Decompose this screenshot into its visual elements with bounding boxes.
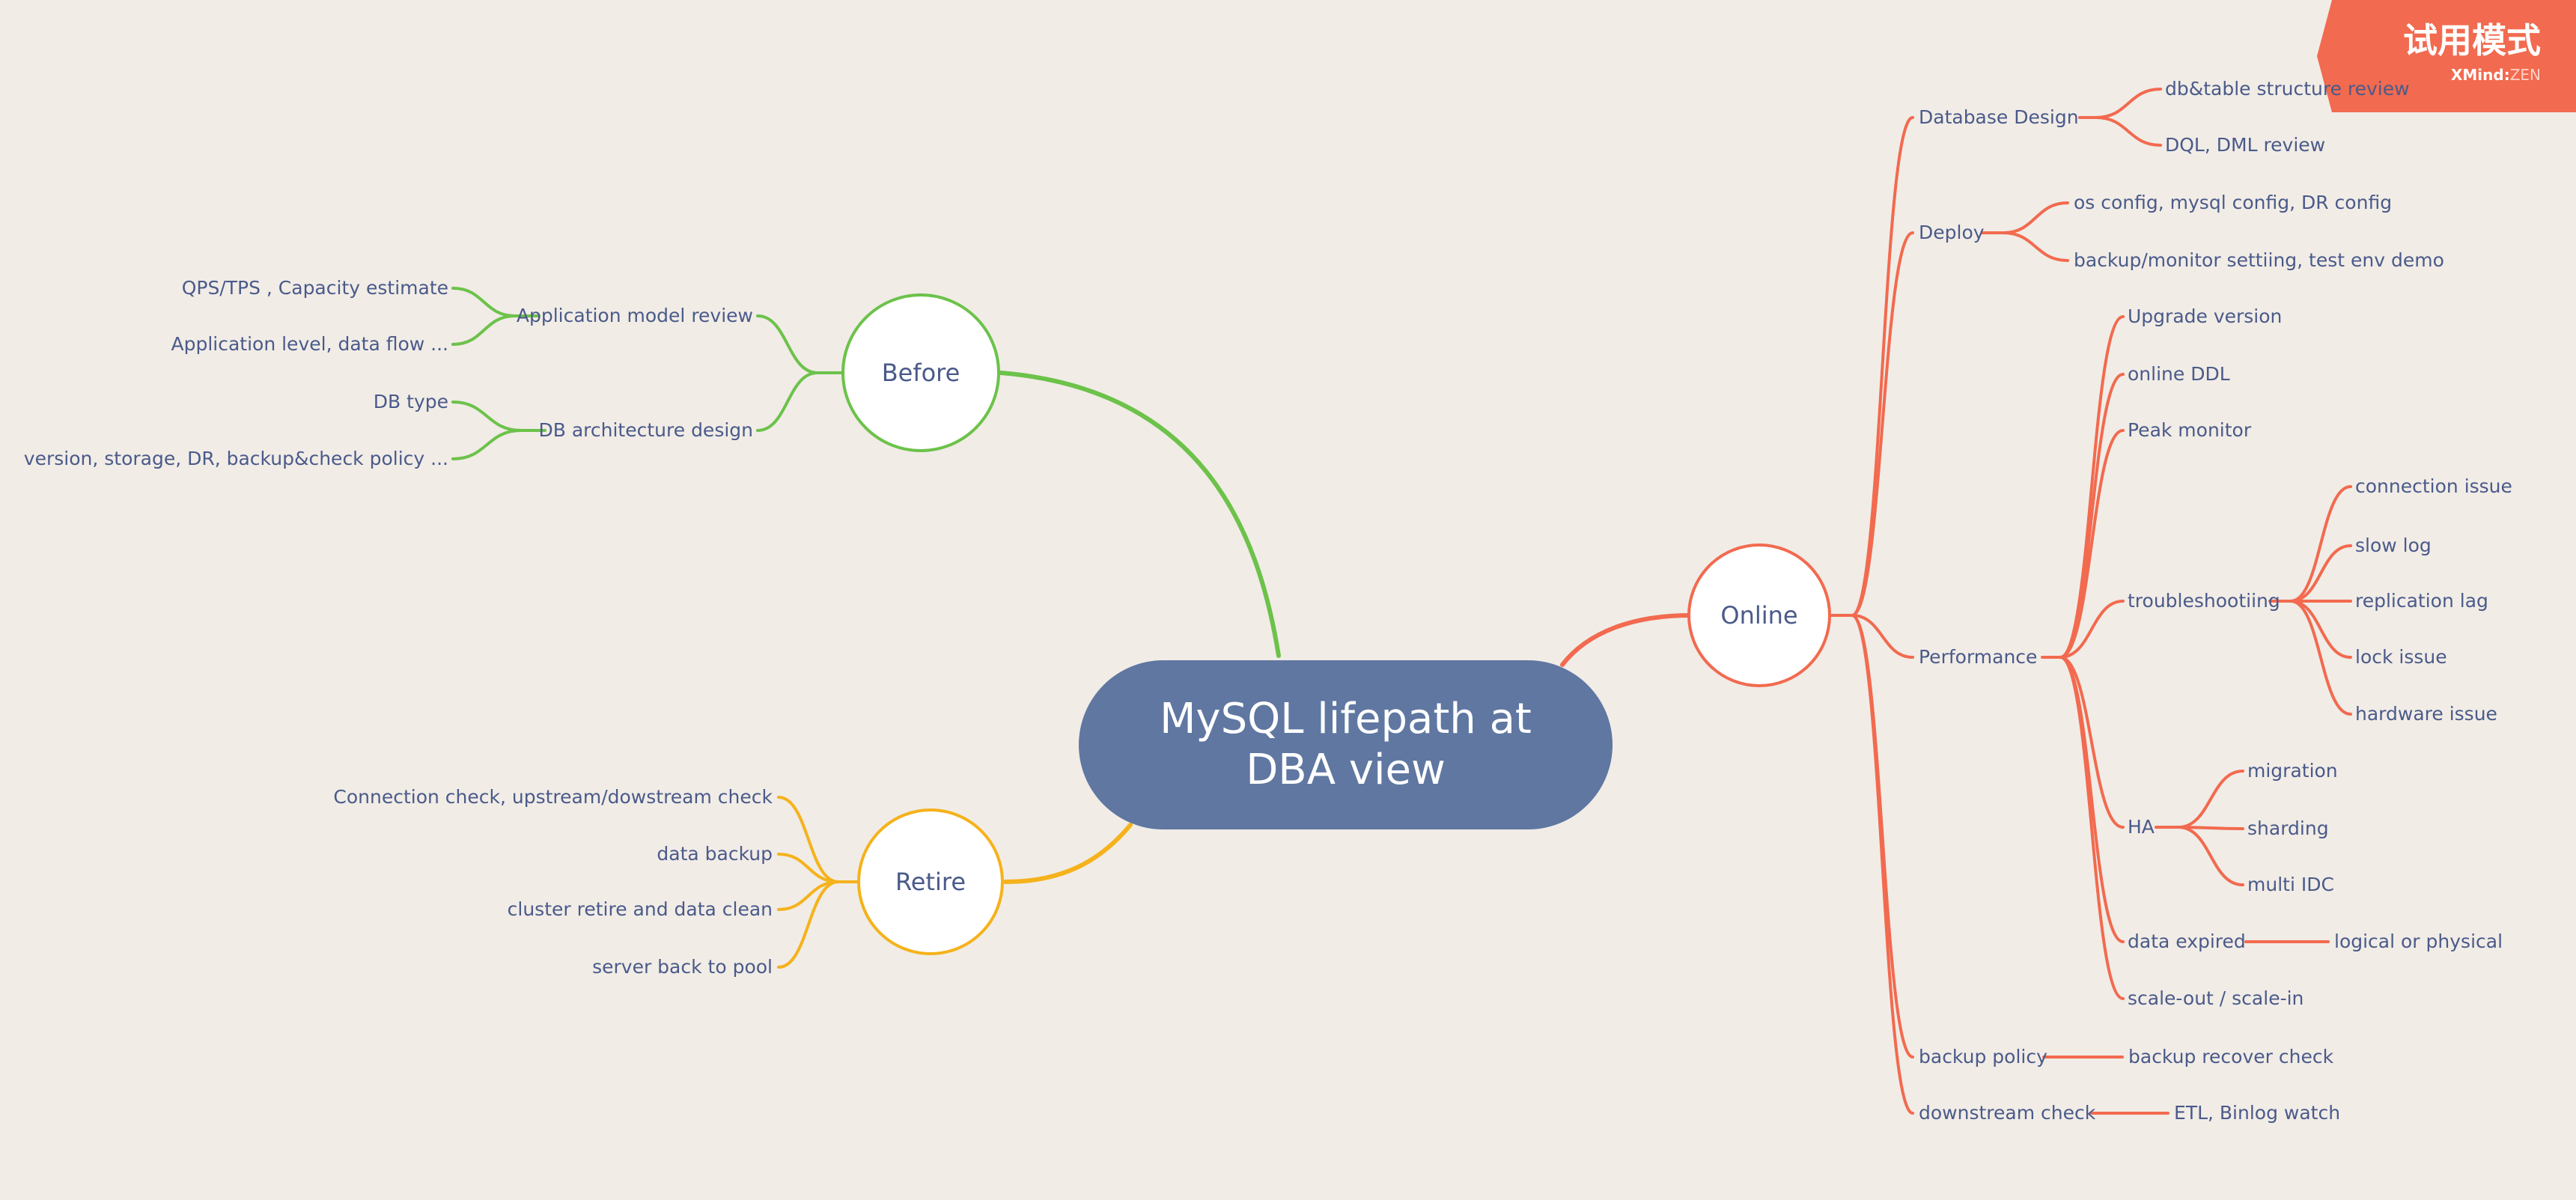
connector-line xyxy=(2059,600,2125,659)
root-topic[interactable]: MySQL lifepath at DBA view xyxy=(1079,660,1613,829)
connector-line xyxy=(777,853,840,883)
connector-line xyxy=(451,314,517,346)
topic-qps-tps-capacity-estimate[interactable]: QPS/TPS , Capacity estimate xyxy=(181,277,448,299)
topic-replication-lag[interactable]: replication lag xyxy=(2355,590,2488,612)
topic-cluster-retire-and-data-clean[interactable]: cluster retire and data clean xyxy=(507,898,773,920)
topic-lock-issue[interactable]: lock issue xyxy=(2355,646,2447,668)
connector-line xyxy=(2289,600,2352,659)
topic-etl-binlog-watch[interactable]: ETL, Binlog watch xyxy=(2174,1102,2341,1124)
branch-before-label: Before xyxy=(881,359,960,387)
topic-connection-issue[interactable]: connection issue xyxy=(2355,475,2512,497)
badge-title: 试用模式 xyxy=(2403,20,2541,61)
topic-backup-monitor-settiing-test-env-demo[interactable]: backup/monitor settiing, test env demo xyxy=(2074,249,2444,271)
connector-line xyxy=(777,880,840,969)
topic-downstream-check[interactable]: downstream check xyxy=(1919,1102,2096,1124)
branch-retire[interactable]: Retire xyxy=(857,808,1004,955)
connector-line xyxy=(2095,116,2162,147)
connector-line xyxy=(777,796,840,883)
connector-line xyxy=(2177,770,2244,829)
connector-line xyxy=(1851,614,1914,1115)
badge-brand-line: XMind:ZEN xyxy=(2450,66,2541,84)
topic-online-ddl[interactable]: online DDL xyxy=(2128,363,2230,385)
connector-line xyxy=(756,314,819,374)
trial-mode-badge[interactable]: 试用模式 XMind:ZEN xyxy=(2317,0,2576,112)
connector-line xyxy=(1560,613,1693,667)
topic-database-design[interactable]: Database Design xyxy=(1919,106,2079,128)
connector-line xyxy=(2177,826,2244,886)
connector-line xyxy=(2289,600,2352,716)
topic-application-model-review[interactable]: Application model review xyxy=(516,305,753,326)
topic-connection-check-upstream-dowstream-check[interactable]: Connection check, upstream/dowstream che… xyxy=(333,786,773,808)
topic-scale-out-scale-in[interactable]: scale-out / scale-in xyxy=(2128,987,2304,1009)
connector-line xyxy=(2059,315,2125,659)
topic-deploy[interactable]: Deploy xyxy=(1919,222,1985,243)
connector-line xyxy=(2059,656,2125,1000)
connector-line xyxy=(999,371,1281,658)
connector-line xyxy=(451,400,523,432)
root-topic-label: MySQL lifepath at DBA view xyxy=(1160,695,1532,794)
connector-line xyxy=(451,287,517,317)
topic-sharding[interactable]: sharding xyxy=(2247,817,2329,839)
connector-line xyxy=(451,429,523,460)
topic-version-storage-dr-backup-check-policy[interactable]: version, storage, DR, backup&check polic… xyxy=(23,448,448,469)
topic-db-architecture-design[interactable]: DB architecture design xyxy=(538,419,754,441)
connector-line xyxy=(2002,231,2069,262)
badge-edition: ZEN xyxy=(2509,66,2541,84)
connector-line xyxy=(2095,88,2162,119)
connector-line xyxy=(2059,429,2125,659)
topic-backup-recover-check[interactable]: backup recover check xyxy=(2128,1046,2334,1067)
connector-line xyxy=(2059,373,2125,659)
connector-line xyxy=(2059,656,2125,829)
topic-db-table-structure-review[interactable]: db&table structure review xyxy=(2165,78,2410,100)
connector-line xyxy=(2289,485,2352,603)
branch-before[interactable]: Before xyxy=(841,293,1000,452)
topic-hardware-issue[interactable]: hardware issue xyxy=(2355,703,2497,725)
topic-server-back-to-pool[interactable]: server back to pool xyxy=(592,956,773,978)
connector-line xyxy=(1851,614,1914,1059)
badge-shape xyxy=(2317,0,2576,112)
topic-backup-policy[interactable]: backup policy xyxy=(1919,1046,2047,1067)
connector-line xyxy=(1003,823,1133,884)
topic-db-type[interactable]: DB type xyxy=(373,391,448,412)
topic-peak-monitor[interactable]: Peak monitor xyxy=(2128,419,2252,441)
badge-brand: XMind xyxy=(2450,66,2504,84)
topic-slow-log[interactable]: slow log xyxy=(2355,534,2432,556)
connector-line xyxy=(1851,614,1914,659)
topic-ha[interactable]: HA xyxy=(2128,816,2155,838)
connector-line xyxy=(2059,656,2125,943)
branch-retire-label: Retire xyxy=(895,868,966,896)
topic-troubleshootiing[interactable]: troubleshootiing xyxy=(2128,590,2280,612)
topic-os-config-mysql-config-dr-config[interactable]: os config, mysql config, DR config xyxy=(2074,192,2393,213)
topic-data-expired[interactable]: data expired xyxy=(2128,931,2246,952)
topic-upgrade-version[interactable]: Upgrade version xyxy=(2128,305,2283,327)
connector-line xyxy=(1851,231,1914,617)
connector-line xyxy=(2002,201,2069,234)
topic-multi-idc[interactable]: multi IDC xyxy=(2247,874,2334,895)
branch-online[interactable]: Online xyxy=(1687,543,1831,687)
branch-online-label: Online xyxy=(1720,601,1798,630)
topic-application-level-data-flow[interactable]: Application level, data flow ... xyxy=(171,333,448,355)
connector-line xyxy=(1851,116,1914,617)
topic-dql-dml-review[interactable]: DQL, DML review xyxy=(2165,134,2326,156)
topic-logical-or-physical[interactable]: logical or physical xyxy=(2334,931,2503,952)
topic-migration[interactable]: migration xyxy=(2247,760,2338,782)
topic-performance[interactable]: Performance xyxy=(1919,646,2038,668)
connector-line xyxy=(2289,544,2352,603)
topic-data-backup[interactable]: data backup xyxy=(657,843,773,865)
connector-line xyxy=(756,371,819,432)
